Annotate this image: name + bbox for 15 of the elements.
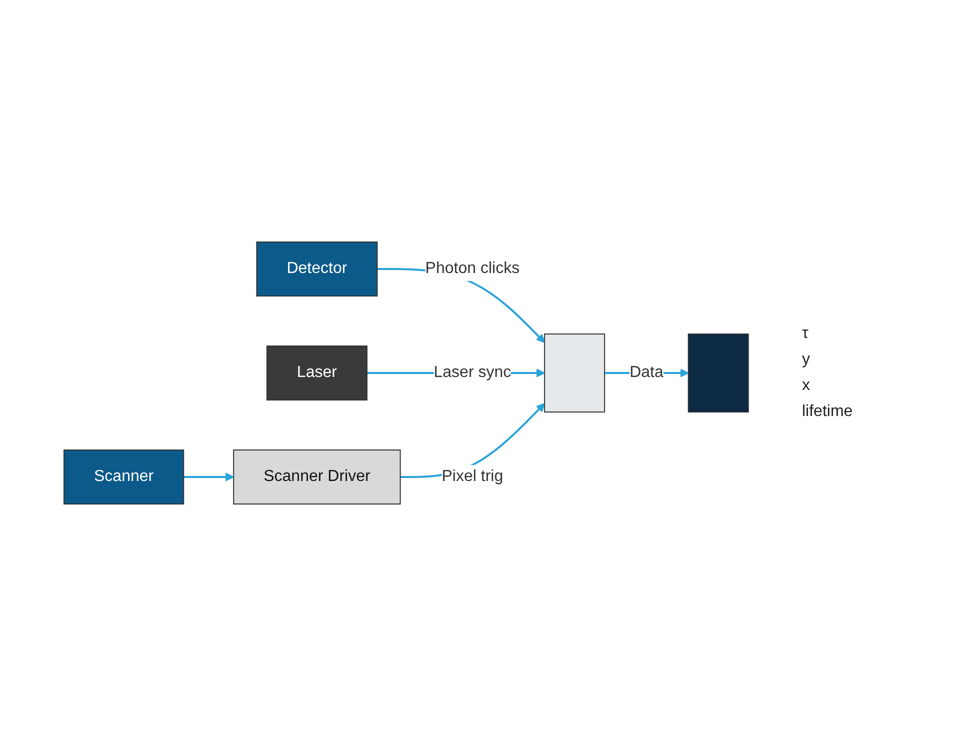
node-box: Detector	[256, 241, 378, 296]
edge-label: Data	[629, 364, 664, 380]
plot-label: τ	[802, 324, 810, 342]
node-box: Scanner	[63, 449, 184, 504]
node-box: Scanner Driver	[232, 449, 401, 504]
node-box: Laser	[266, 345, 368, 400]
plot-label: lifetime	[802, 402, 854, 420]
edge-label: Pixel trig	[442, 468, 503, 484]
node-box	[688, 333, 749, 412]
edge-label: Laser sync	[434, 364, 511, 380]
arrow	[183, 472, 234, 481]
plot-label: y	[802, 350, 811, 368]
plot-label: x	[802, 376, 811, 394]
node-box	[544, 333, 605, 412]
edge-label: Photon clicks	[425, 260, 520, 276]
